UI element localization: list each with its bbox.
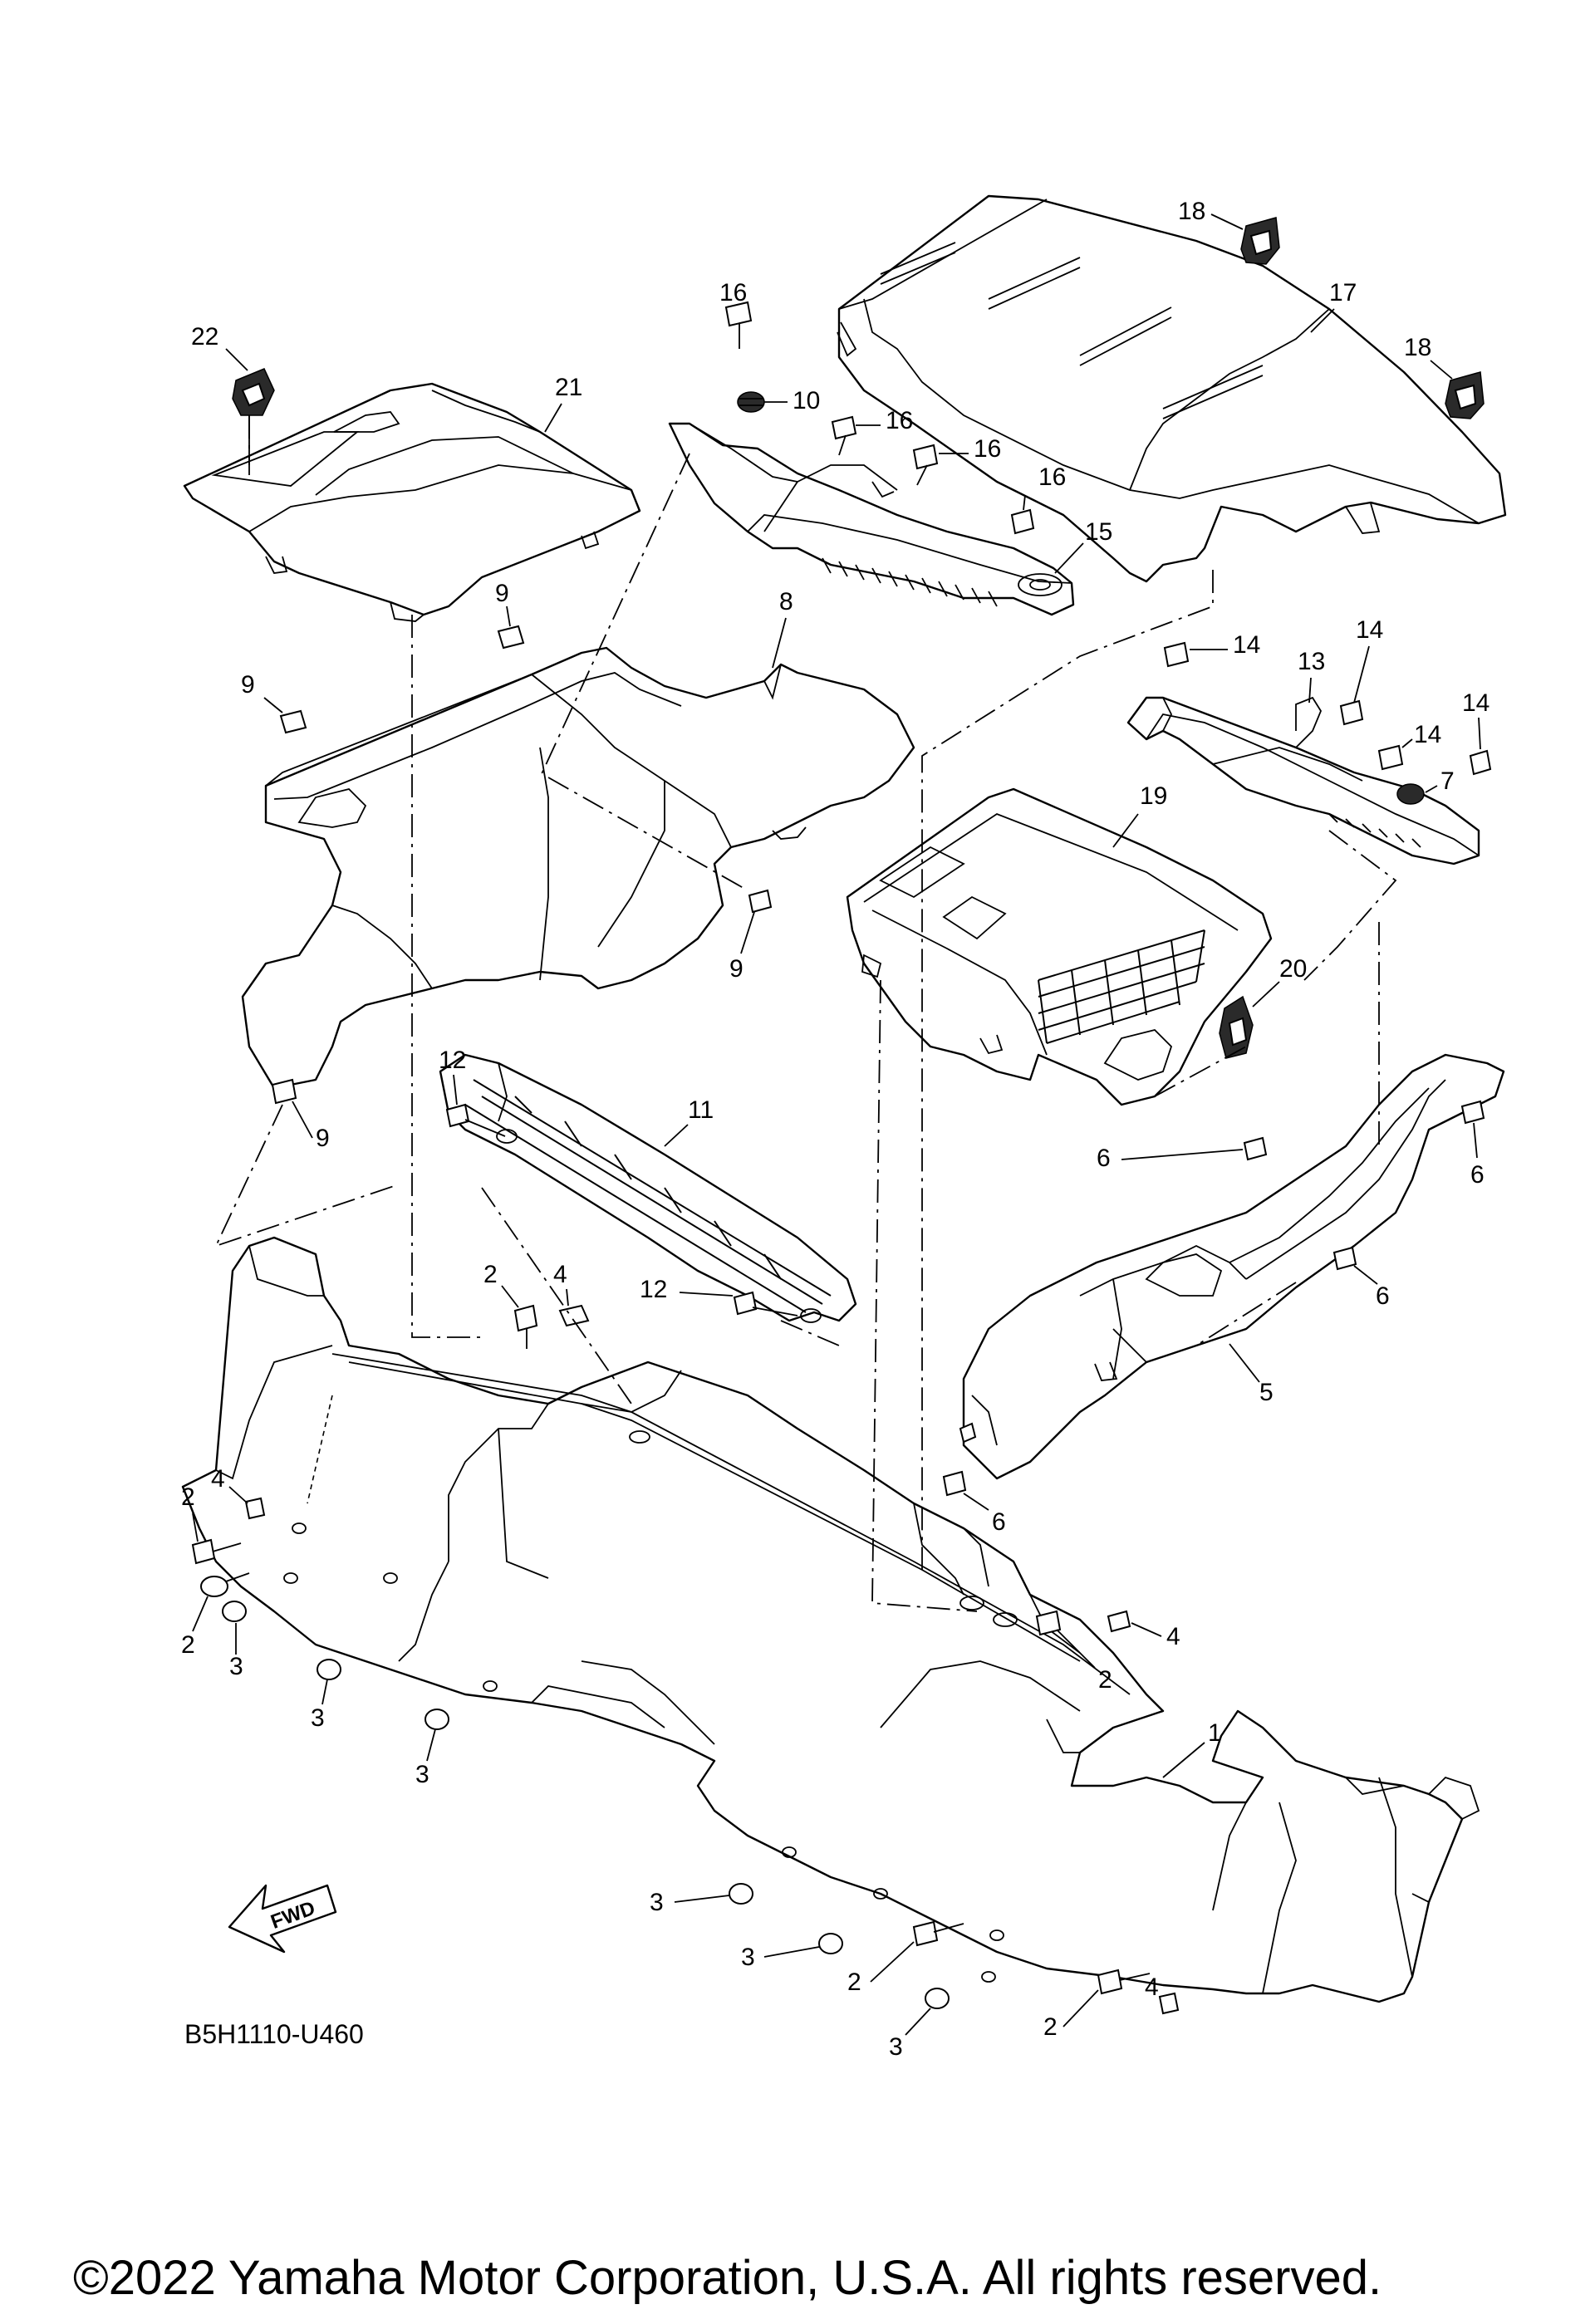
callout-14-d: 14 [1414, 721, 1441, 748]
callout-2-b: 2 [181, 1483, 195, 1511]
callout-16-d: 16 [1038, 463, 1066, 491]
callout-13: 13 [1298, 648, 1325, 675]
callout-7: 7 [1440, 767, 1455, 795]
callout-5: 5 [1259, 1379, 1274, 1406]
drawing-code: B5H1110-U460 [184, 2019, 364, 2049]
assembly-lines [214, 415, 1397, 1612]
callout-1: 1 [1208, 1719, 1222, 1747]
part-15-bracket [668, 422, 1075, 616]
part-18-clip-a [1240, 217, 1280, 265]
callout-6-a: 6 [1097, 1145, 1111, 1172]
part-17-cover [837, 194, 1507, 583]
callout-16-a: 16 [719, 279, 747, 306]
callout-6-c: 6 [1376, 1282, 1390, 1310]
callout-9-d: 9 [316, 1125, 330, 1152]
callout-4-d: 4 [1145, 1973, 1159, 2001]
part-19-hood [846, 787, 1273, 1106]
callout-17: 17 [1329, 279, 1357, 306]
part-8-panel [241, 646, 915, 1090]
part-6-clips [942, 1100, 1485, 1497]
callout-4-b: 4 [211, 1465, 225, 1493]
callout-2-f: 2 [1043, 2013, 1058, 2041]
callout-20: 20 [1279, 955, 1307, 983]
part-7-nut [1396, 783, 1425, 805]
callout-12-b: 12 [640, 1276, 667, 1303]
part-13-bracket [1126, 696, 1480, 865]
callout-6-b: 6 [1470, 1161, 1485, 1189]
callout-3-c: 3 [415, 1761, 429, 1788]
part-9-clips [271, 625, 773, 1105]
callout-8: 8 [779, 588, 793, 615]
callout-16-c: 16 [974, 435, 1001, 463]
callout-labels: 22 21 16 10 16 16 16 15 18 17 18 9 9 8 9… [181, 198, 1489, 2061]
callout-9-a: 9 [495, 580, 509, 607]
part-16-bolts [724, 301, 1035, 535]
part-12-fasteners [445, 1103, 798, 1316]
callout-9-c: 9 [729, 955, 744, 983]
part-11-grille [439, 1053, 857, 1323]
callout-3-f: 3 [889, 2033, 903, 2061]
callout-3-e: 3 [741, 1944, 755, 1971]
part-20-clip [1219, 995, 1254, 1059]
callout-6-d: 6 [992, 1508, 1006, 1536]
callout-14-b: 14 [1356, 616, 1383, 644]
callout-2-a: 2 [483, 1261, 498, 1288]
callout-15: 15 [1085, 518, 1112, 546]
callout-2-e: 2 [847, 1969, 861, 1996]
callout-3-a: 3 [229, 1653, 243, 1680]
callout-12-a: 12 [439, 1047, 466, 1074]
callout-16-b: 16 [886, 407, 913, 434]
callout-2-c: 2 [181, 1631, 195, 1659]
part-18-clip-b [1445, 371, 1485, 419]
callout-18-b: 18 [1404, 334, 1431, 361]
part-21-cover [183, 382, 641, 622]
callout-19: 19 [1140, 782, 1167, 810]
part-10-nut [737, 391, 765, 413]
callout-3-b: 3 [311, 1704, 325, 1732]
part-5-panel [962, 1053, 1505, 1480]
callout-9-b: 9 [241, 671, 255, 699]
callout-4-c: 4 [1166, 1623, 1180, 1650]
callout-14-a: 14 [1233, 631, 1260, 659]
callout-3-d: 3 [650, 1889, 664, 1916]
callout-14-c: 14 [1462, 689, 1489, 717]
callout-2-d: 2 [1098, 1666, 1112, 1694]
callout-10: 10 [793, 387, 820, 414]
lower-hardware [191, 1304, 1180, 2015]
part-14-bolts [1163, 641, 1492, 776]
callout-18-a: 18 [1178, 198, 1205, 225]
callout-11: 11 [688, 1096, 714, 1124]
callout-22: 22 [191, 323, 218, 351]
part-1-body [181, 1236, 1480, 2003]
callout-21: 21 [555, 374, 582, 401]
callout-4-a: 4 [553, 1261, 567, 1288]
copyright-notice: ©2022 Yamaha Motor Corporation, U.S.A. A… [73, 2251, 1382, 2305]
fwd-arrow-icon: FWD [228, 1884, 337, 1954]
